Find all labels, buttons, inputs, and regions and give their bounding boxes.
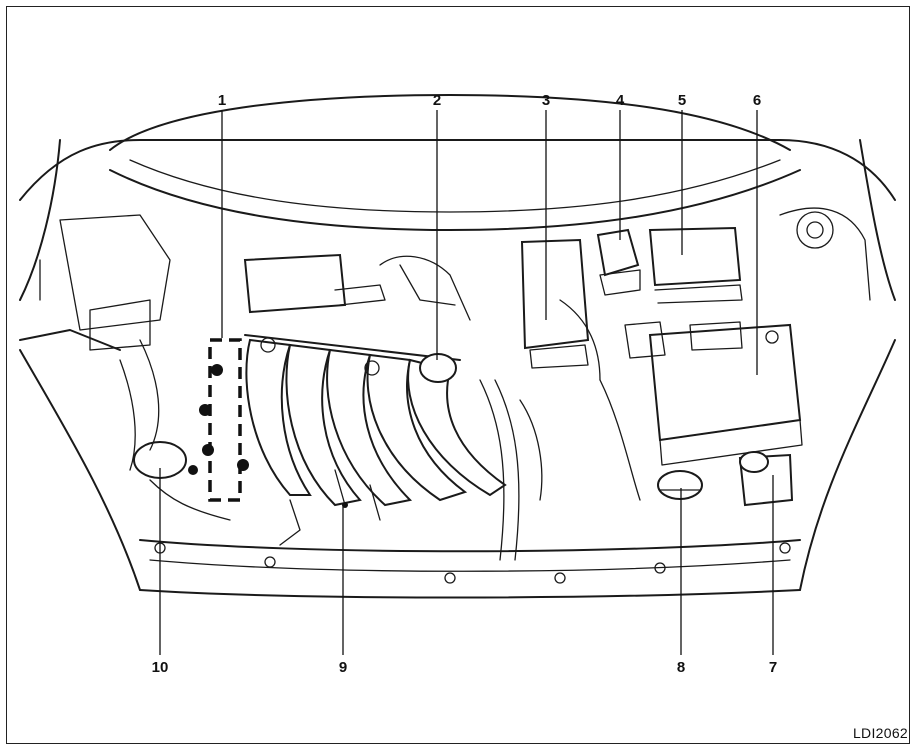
figure-id: LDI2062 — [852, 725, 908, 741]
intake-manifold — [244, 334, 507, 507]
oil-filler-cap — [379, 255, 471, 383]
callout-10: 10 — [151, 659, 169, 676]
fuse-box — [520, 238, 590, 369]
left-fender — [19, 139, 171, 591]
callout-8: 8 — [676, 659, 686, 676]
dashed-component-outline — [188, 338, 249, 502]
callout-1: 1 — [217, 92, 227, 109]
engine-cover — [243, 253, 386, 314]
washer-fluid-cap — [738, 451, 794, 507]
hoses — [119, 299, 641, 561]
callout-7: 7 — [768, 659, 778, 676]
right-fender — [779, 139, 896, 591]
callout-4: 4 — [615, 92, 625, 109]
callout-2: 2 — [432, 92, 442, 109]
callout-9: 9 — [338, 659, 348, 676]
coolant-reservoir-cap — [657, 470, 703, 500]
radiator-cap — [133, 441, 231, 521]
front-support — [139, 539, 801, 599]
leader-lines — [159, 110, 774, 655]
callout-3: 3 — [541, 92, 551, 109]
callout-5: 5 — [677, 92, 687, 109]
brake-fluid-reservoir — [596, 228, 641, 296]
relay-box — [648, 226, 743, 304]
callout-6: 6 — [752, 92, 762, 109]
hood-outline — [19, 94, 896, 231]
battery — [624, 321, 803, 466]
